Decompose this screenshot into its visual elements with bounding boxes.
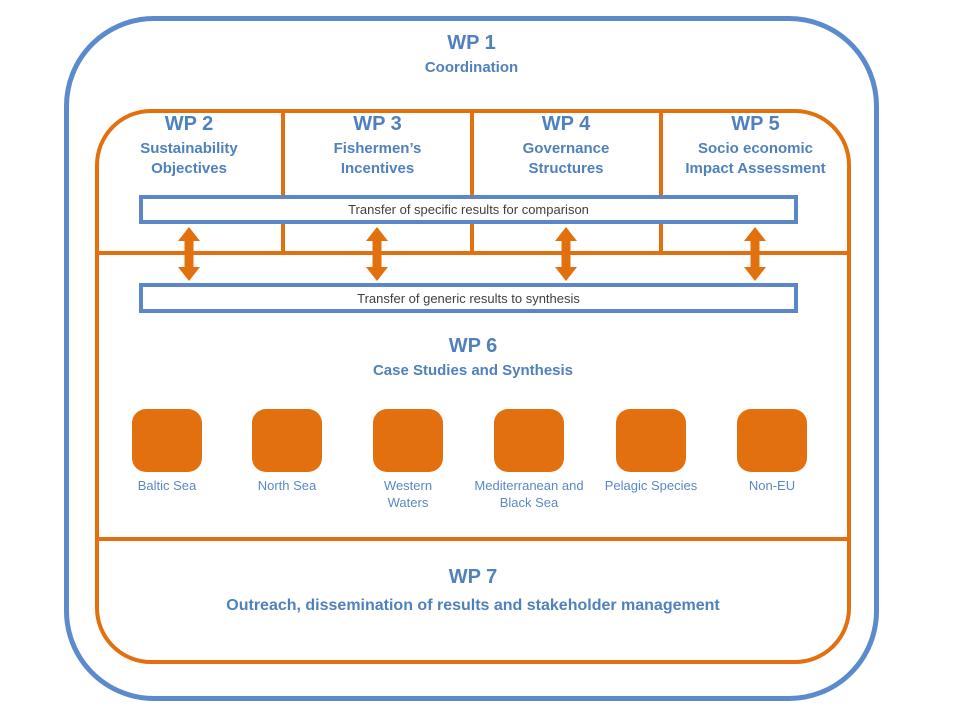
wp4-title: WP 4 bbox=[541, 113, 591, 135]
case-study-square-north-sea bbox=[252, 409, 322, 472]
wp7-title: WP 7 bbox=[448, 566, 498, 588]
column-divider-wp3-wp4 bbox=[470, 109, 474, 255]
wp1-subtitle: Coordination bbox=[424, 59, 519, 76]
wp2-title: WP 2 bbox=[164, 113, 214, 135]
wp2-subtitle: Sustainability Objectives bbox=[140, 140, 238, 177]
case-study-label: Western Waters bbox=[383, 478, 433, 510]
wp6-heading: WP 6 Case Studies and Synthesis bbox=[95, 334, 851, 381]
wp6-title: WP 6 bbox=[448, 335, 498, 357]
double-arrow-icon bbox=[552, 226, 580, 282]
wp2-heading: WP 2 Sustainability Objectives bbox=[95, 112, 283, 179]
wp3-subtitle: Fishermen’s Incentives bbox=[333, 140, 422, 177]
wp5-subtitle: Socio economic Impact Assessment bbox=[685, 140, 826, 177]
wp4-subtitle: Governance Structures bbox=[522, 140, 610, 177]
case-study-label: Pelagic Species bbox=[604, 478, 698, 493]
wp7-subtitle: Outreach, dissemination of results and s… bbox=[226, 597, 720, 614]
case-study-square-pelagic-species bbox=[616, 409, 686, 472]
wp5-heading: WP 5 Socio economic Impact Assessment bbox=[660, 112, 851, 179]
double-arrow-icon bbox=[175, 226, 203, 282]
case-study-square-mediterranean-black-sea bbox=[494, 409, 564, 472]
case-study-label: Non-EU bbox=[748, 478, 796, 493]
wp1-title: WP 1 bbox=[447, 32, 496, 54]
case-study-square-non-eu bbox=[737, 409, 807, 472]
wp3-heading: WP 3 Fishermen’s Incentives bbox=[283, 112, 472, 179]
divider-wp-columns-wp6 bbox=[97, 251, 849, 255]
case-study-square-baltic-sea bbox=[132, 409, 202, 472]
wp4-heading: WP 4 Governance Structures bbox=[472, 112, 660, 179]
double-arrow-icon bbox=[363, 226, 391, 282]
transfer-generic-results-bar: Transfer of generic results to synthesis bbox=[139, 283, 798, 313]
case-study-label: Baltic Sea bbox=[137, 478, 197, 493]
case-study-label: North Sea bbox=[257, 478, 317, 493]
transfer-specific-results-label: Transfer of specific results for compari… bbox=[348, 202, 589, 217]
wp1-coordination-frame bbox=[64, 16, 879, 701]
transfer-specific-results-bar: Transfer of specific results for compari… bbox=[139, 195, 798, 224]
double-arrow-icon bbox=[741, 226, 769, 282]
transfer-generic-results-label: Transfer of generic results to synthesis bbox=[357, 290, 580, 306]
divider-wp6-wp7 bbox=[97, 537, 849, 541]
column-divider-wp2-wp3 bbox=[281, 109, 285, 255]
wp1-heading: WP 1 Coordination bbox=[64, 31, 879, 78]
case-study-label: Mediterranean and Black Sea bbox=[474, 478, 584, 510]
wp3-title: WP 3 bbox=[353, 113, 402, 135]
wp6-subtitle: Case Studies and Synthesis bbox=[372, 362, 574, 379]
case-study-square-western-waters bbox=[373, 409, 443, 472]
column-divider-wp4-wp5 bbox=[659, 109, 663, 255]
wp7-heading: WP 7 Outreach, dissemination of results … bbox=[95, 565, 851, 616]
wp5-title: WP 5 bbox=[731, 113, 780, 135]
